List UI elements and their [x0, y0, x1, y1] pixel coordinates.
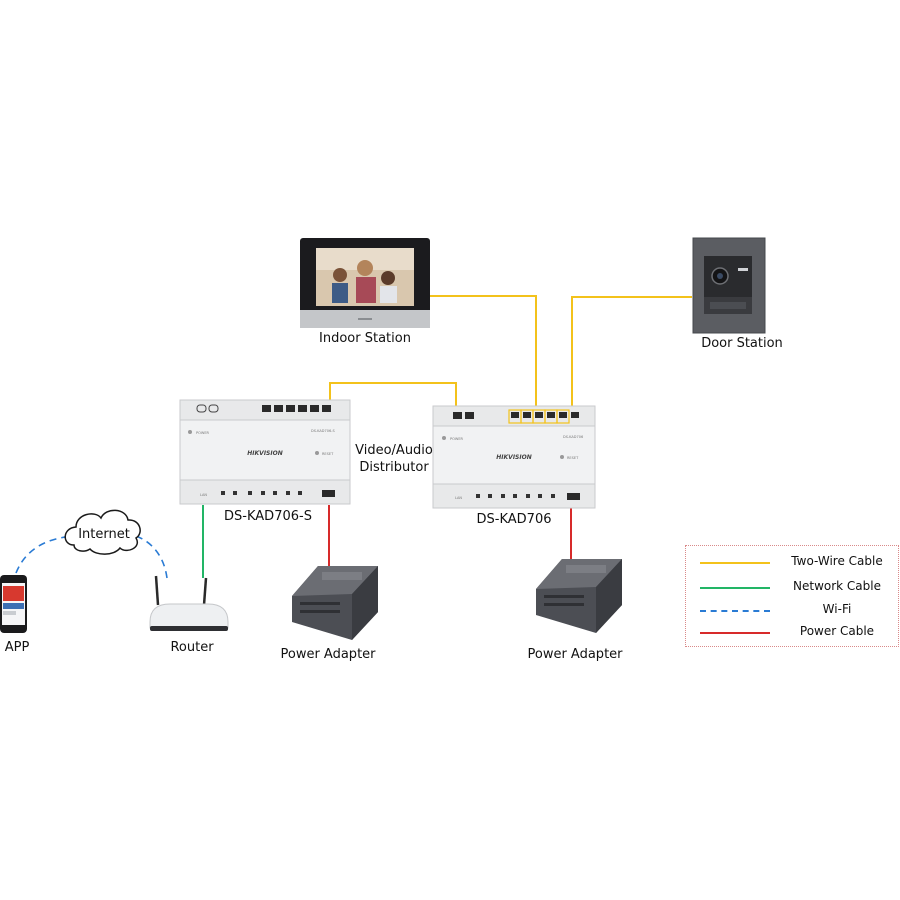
internet-label: Internet [78, 527, 130, 542]
legend-label-two-wire: Two-Wire Cable [791, 554, 883, 568]
distributor-label: Distributor [359, 460, 429, 475]
lan-port-label-1: LAN [200, 493, 207, 497]
distributor-ds-kad706-s: HIKVISION POWER RESET LAN DS-KAD706-S [179, 399, 351, 505]
internet-cloud-icon: Internet [64, 509, 141, 555]
app-label: APP [4, 640, 30, 655]
ds-kad706-label: DS-KAD706 [476, 512, 552, 527]
legend-item-network: Network Cable [686, 577, 898, 597]
router-device [149, 575, 229, 631]
legend-label-network: Network Cable [793, 579, 881, 593]
brand-logo-2: HIKVISION [496, 454, 531, 461]
reset-label-2: RESET [567, 456, 579, 460]
two-wire-cable-indoor [430, 295, 537, 412]
power-indicator-label-2: POWER [450, 437, 464, 441]
legend-item-power: Power Cable [686, 622, 898, 642]
power-adapter-1-device [292, 566, 378, 640]
phone-app-device [0, 575, 27, 633]
legend-label-power: Power Cable [799, 624, 875, 638]
legend-item-two-wire: Two-Wire Cable [686, 552, 898, 572]
distributor-ds-kad706: HIKVISION POWER RESET LAN DS-KAD706 [432, 405, 596, 509]
legend-line-power [700, 632, 770, 634]
legend-line-wifi [700, 610, 770, 612]
indoor-station-device [300, 238, 430, 328]
power-adapter-2-label: Power Adapter [527, 647, 623, 662]
ds-kad706-s-label: DS-KAD706-S [224, 509, 312, 524]
router-label: Router [170, 640, 214, 655]
door-station-device [692, 237, 766, 334]
two-wire-cable-door [571, 296, 692, 412]
wifi-link-router [135, 535, 168, 579]
model-marking-1: DS-KAD706-S [311, 429, 335, 433]
cable-legend: Two-Wire Cable Network Cable Wi-Fi Power… [685, 545, 899, 647]
legend-label-wifi: Wi-Fi [822, 602, 852, 616]
brand-logo-1: HIKVISION [247, 450, 282, 457]
wifi-link-app [15, 535, 75, 574]
reset-label-1: RESET [322, 452, 334, 456]
video-audio-label: Video/Audio [355, 443, 433, 458]
indoor-station-label: Indoor Station [319, 331, 411, 346]
door-station-label: Door Station [701, 336, 783, 351]
power-adapter-1-label: Power Adapter [280, 647, 376, 662]
power-indicator-label-1: POWER [196, 431, 210, 435]
legend-line-two-wire [700, 562, 770, 564]
lan-port-label-2: LAN [455, 496, 462, 500]
power-adapter-2-device [536, 559, 622, 633]
legend-item-wifi: Wi-Fi [686, 600, 898, 620]
two-wire-cable-cascade [329, 382, 457, 410]
legend-line-network [700, 587, 770, 589]
model-marking-2: DS-KAD706 [563, 435, 583, 439]
